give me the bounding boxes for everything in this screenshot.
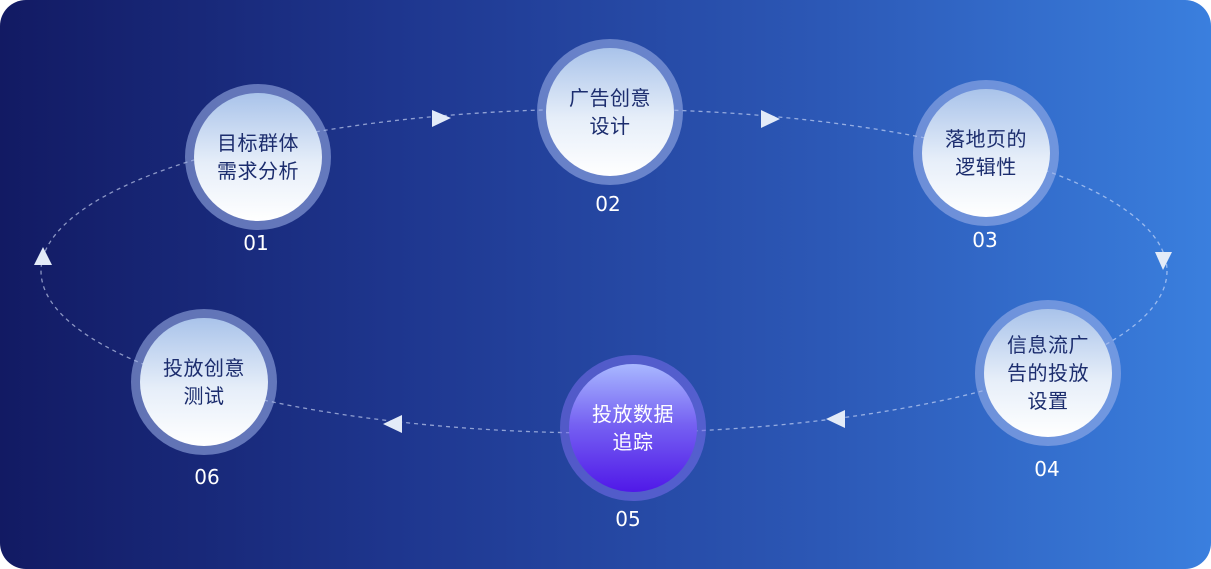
step-number: 06 [194,465,220,489]
step-label: 目标群体 需求分析 [217,131,299,183]
direction-arrow-icon [1155,252,1172,270]
node-disc: 落地页的 逻辑性 [922,89,1050,217]
direction-arrow-icon [761,110,780,128]
node-disc: 信息流广 告的投放 设置 [984,309,1112,437]
step-label: 投放数据 追踪 [592,402,674,454]
step-node-04: 信息流广 告的投放 设置 [975,300,1121,446]
node-disc: 投放创意 测试 [140,318,268,446]
step-label: 投放创意 测试 [163,356,245,408]
node-disc: 投放数据 追踪 [569,364,697,492]
step-number: 02 [595,192,621,216]
node-disc: 广告创意 设计 [546,48,674,176]
step-number: 01 [243,231,269,255]
step-node-05: 投放数据 追踪 [560,355,706,501]
step-label: 落地页的 逻辑性 [945,127,1027,179]
step-label: 信息流广 告的投放 设置 [1007,333,1089,413]
step-node-06: 投放创意 测试 [131,309,277,455]
step-node-02: 广告创意 设计 [537,39,683,185]
step-number: 03 [972,228,998,252]
step-label: 广告创意 设计 [569,86,651,138]
step-number: 04 [1034,457,1060,481]
direction-arrow-icon [383,415,402,433]
direction-arrow-icon [432,110,451,127]
step-number: 05 [615,507,641,531]
step-node-03: 落地页的 逻辑性 [913,80,1059,226]
node-disc: 目标群体 需求分析 [194,93,322,221]
step-node-01: 目标群体 需求分析 [185,84,331,230]
direction-arrow-icon [826,410,845,428]
direction-arrow-icon [34,247,52,265]
